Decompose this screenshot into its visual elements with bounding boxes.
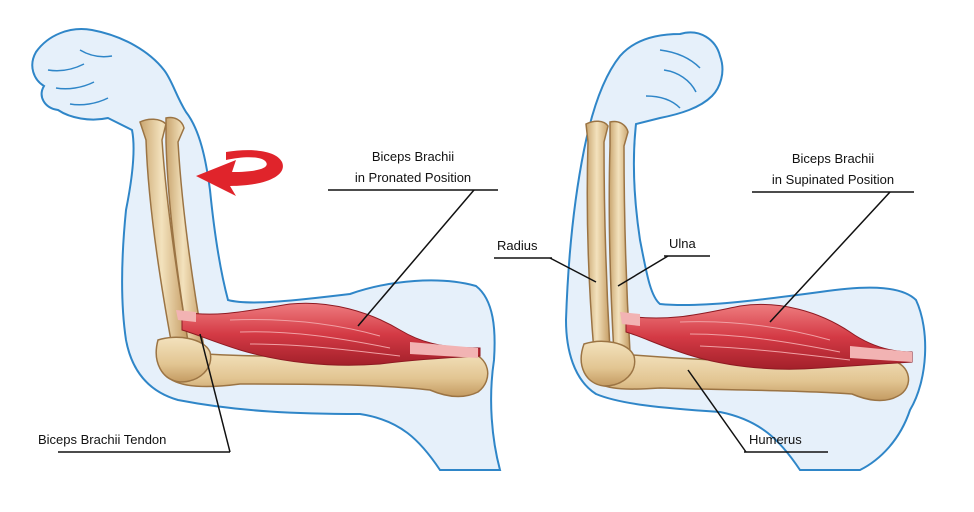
right-biceps-fibers [679,321,851,361]
left-tendon-leader-line [199,333,231,453]
radius-leader-line [549,257,597,283]
humerus-leader-line [687,369,747,453]
right-tendon-upper [620,312,640,326]
left-ulna-bone [165,116,205,356]
ulna-leader-line [617,255,669,287]
right-muscle-leader-line [769,191,891,323]
curved-arrow-icon [196,150,283,196]
left-biceps-fibers [229,319,401,357]
right-radius-bone [585,120,611,353]
left-tendon-lower [410,342,478,358]
left-tendon-upper [176,310,196,322]
radius-label: Radius [497,238,538,253]
left-arm-illustration [31,28,502,471]
left-muscle-label-line2: in Pronated Position [355,170,471,185]
right-fist-detail [645,49,701,109]
left-muscle-leader-line [357,189,475,327]
right-arm-illustration [494,31,927,471]
left-arm-skin [31,28,502,471]
right-muscle-label-line2: in Supinated Position [772,172,894,187]
left-biceps-muscle [181,302,481,366]
left-tendon-label: Biceps Brachii Tendon [38,432,166,447]
right-ulna-bone [608,120,631,355]
left-elbow-joint [155,336,212,383]
right-muscle-label-line1: Biceps Brachii [792,151,874,166]
left-fist-detail [47,49,113,106]
right-tendon-lower [850,346,912,362]
ulna-label: Ulna [669,236,697,251]
humerus-label: Humerus [749,432,802,447]
right-elbow-joint [580,340,636,387]
left-muscle-label-line1: Biceps Brachii [372,149,454,164]
